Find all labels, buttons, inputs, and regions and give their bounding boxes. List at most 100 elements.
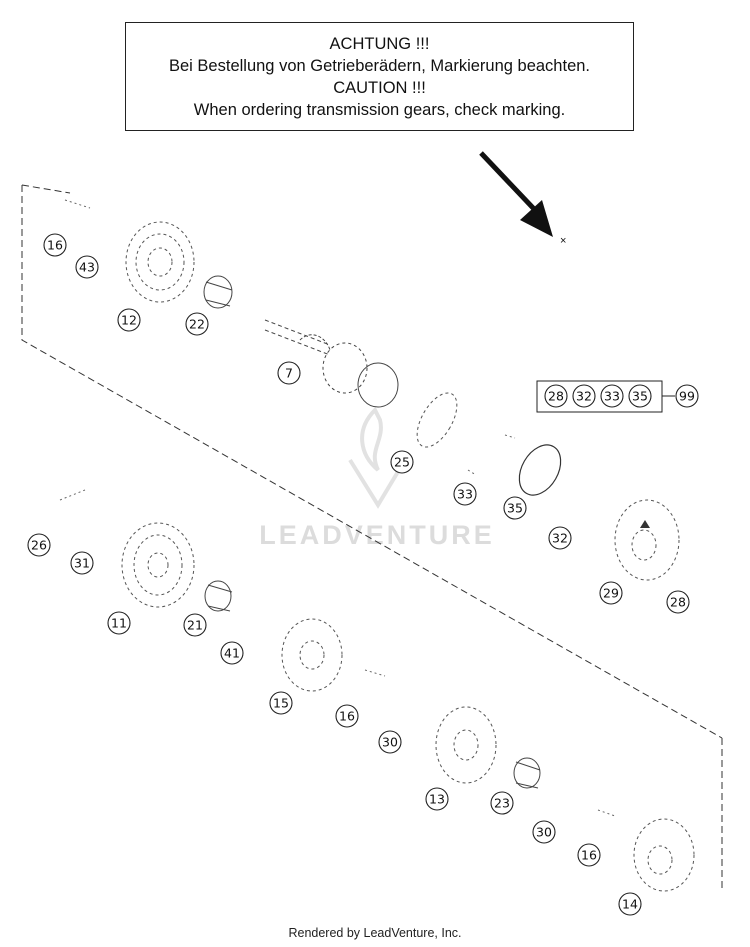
callout-label: 23	[494, 796, 510, 811]
callout-label: 41	[224, 646, 240, 661]
callout-43[interactable]: 43	[75, 255, 99, 279]
callout-23[interactable]: 23	[490, 791, 514, 815]
callout-label: 21	[187, 618, 203, 633]
callout-circle	[390, 450, 414, 474]
callout-circle	[378, 730, 402, 754]
caution-notice: ACHTUNG !!! Bei Bestellung von Getrieber…	[125, 22, 634, 131]
callout-label: 35	[507, 501, 523, 516]
callout-28[interactable]: 28	[666, 590, 690, 614]
callout-14[interactable]: 14	[618, 892, 642, 916]
callout-label: 30	[536, 825, 552, 840]
gear-13	[435, 706, 497, 784]
callout-29[interactable]: 29	[599, 581, 623, 605]
callout-label: 16	[581, 848, 597, 863]
callout-25[interactable]: 25	[390, 450, 414, 474]
parts-set-box: 28 32 33 35 99	[536, 380, 699, 413]
callout-30[interactable]: 30	[378, 730, 402, 754]
watermark: LEADVENTURE	[259, 520, 495, 550]
callout-31[interactable]: 31	[70, 551, 94, 575]
callout-label: 32	[576, 389, 592, 404]
callout-13[interactable]: 13	[425, 787, 449, 811]
callout-circle	[490, 791, 514, 815]
callout-21[interactable]: 21	[183, 613, 207, 637]
callout-7[interactable]: 7	[277, 361, 301, 385]
gear-11	[121, 522, 195, 608]
panel-outline	[21, 184, 723, 888]
callout-circle	[548, 526, 572, 550]
callout-label: 35	[632, 389, 648, 404]
callout-circle	[600, 384, 624, 408]
callout-label: 15	[273, 696, 289, 711]
gear-29	[614, 499, 680, 581]
callout-label: 22	[189, 317, 205, 332]
callout-circle	[544, 384, 568, 408]
caution-line-en-text: When ordering transmission gears, check …	[193, 101, 566, 119]
callout-label: 13	[429, 792, 445, 807]
callout-33[interactable]: 33	[453, 482, 477, 506]
callout-35[interactable]: 35	[503, 496, 527, 520]
callout-circle	[453, 482, 477, 506]
callout-label: 33	[457, 487, 473, 502]
callout-32[interactable]: 32	[572, 384, 596, 408]
footer-credit: Rendered by LeadVenture, Inc.	[288, 926, 462, 940]
callout-16[interactable]: 16	[577, 843, 601, 867]
callout-label: 31	[74, 556, 90, 571]
callout-99-label: 99	[679, 389, 695, 404]
callout-32[interactable]: 32	[548, 526, 572, 550]
callout-41[interactable]: 41	[220, 641, 244, 665]
callout-label: 43	[79, 260, 95, 275]
callout-circle	[628, 384, 652, 408]
callout-35[interactable]: 35	[628, 384, 652, 408]
callout-circle	[27, 533, 51, 557]
callout-99[interactable]: 99	[675, 384, 699, 408]
callout-label: 12	[121, 313, 137, 328]
callout-circle	[618, 892, 642, 916]
callout-label: 25	[394, 455, 410, 470]
bushing-22	[203, 275, 233, 309]
callout-16[interactable]: 16	[43, 233, 67, 257]
callout-16[interactable]: 16	[335, 704, 359, 728]
callout-26[interactable]: 26	[27, 533, 51, 557]
caution-line-de-title: ACHTUNG !!!	[329, 35, 430, 53]
callout-label: 11	[111, 616, 127, 631]
callout-15[interactable]: 15	[269, 691, 293, 715]
washer-25	[416, 392, 458, 448]
callout-circle	[425, 787, 449, 811]
callout-label: 28	[670, 595, 686, 610]
callout-11[interactable]: 11	[107, 611, 131, 635]
callout-circle	[666, 590, 690, 614]
callout-label: 32	[552, 531, 568, 546]
callout-label: 29	[603, 586, 619, 601]
callout-circle	[532, 820, 556, 844]
callout-circle	[107, 611, 131, 635]
svg-text:×: ×	[560, 235, 566, 247]
callout-33[interactable]: 33	[600, 384, 624, 408]
callout-circle	[277, 361, 301, 385]
marking-arrow: ×	[479, 151, 566, 247]
callout-circle	[599, 581, 623, 605]
callout-label: 7	[285, 366, 293, 381]
small-parts	[59, 199, 616, 817]
callout-label: 14	[622, 897, 638, 912]
callout-28[interactable]: 28	[544, 384, 568, 408]
callout-12[interactable]: 12	[117, 308, 141, 332]
callout-label: 30	[382, 735, 398, 750]
callout-circle	[185, 312, 209, 336]
callout-30[interactable]: 30	[532, 820, 556, 844]
callout-circle	[572, 384, 596, 408]
callout-circle	[577, 843, 601, 867]
callout-label: 33	[604, 389, 620, 404]
caution-line-en-title: CAUTION !!!	[333, 79, 426, 97]
callout-group: 16 43 12 22 7 25 33 35 32 29 28 26 31 11 21 41 15 16 30 13 2…	[27, 233, 690, 916]
callout-circle	[70, 551, 94, 575]
ring-35	[518, 444, 562, 496]
bushing-21	[204, 580, 233, 612]
callout-label: 26	[31, 538, 47, 553]
callout-circle	[503, 496, 527, 520]
bushing-23	[513, 757, 541, 789]
callout-circle	[269, 691, 293, 715]
callout-label: 16	[47, 238, 63, 253]
callout-22[interactable]: 22	[185, 312, 209, 336]
watermark-logo	[348, 406, 407, 509]
